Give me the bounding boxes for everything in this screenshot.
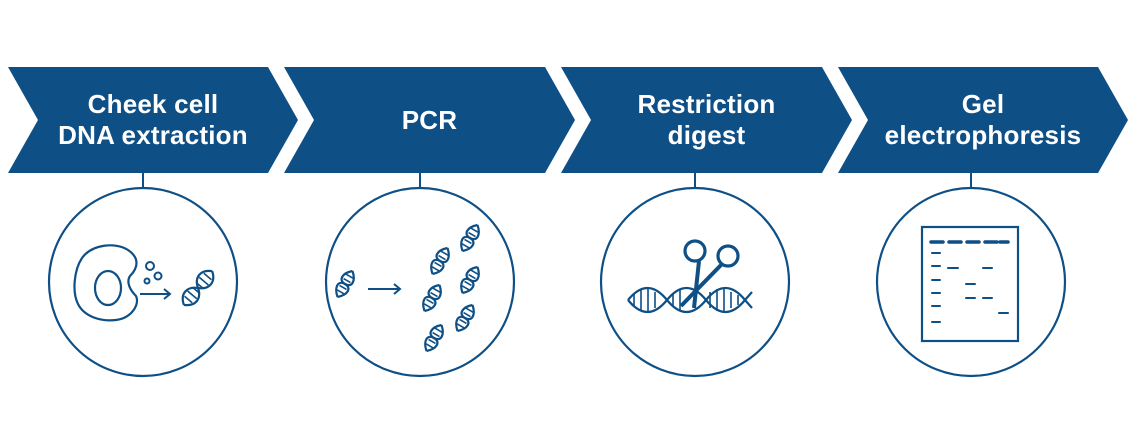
- cheek-cell-dna-icon: [73, 244, 219, 322]
- step-3-arrow: [561, 67, 852, 173]
- step-2-title: PCR: [401, 104, 458, 135]
- step-1-title: Cheek cell DNA extraction: [58, 89, 248, 150]
- step-3-title: Restriction digest: [637, 89, 776, 150]
- step-1-arrow: [8, 67, 298, 173]
- step-2-arrow: [284, 67, 575, 173]
- step-4-arrow: [838, 67, 1128, 173]
- pcr-amplification-icon: [331, 220, 484, 356]
- step-4-title: Gel electrophoresis: [884, 89, 1082, 150]
- step-1-circle: [47, 186, 239, 378]
- gel-electrophoresis-icon: [920, 225, 1020, 343]
- scissors-dna-icon: [627, 239, 753, 314]
